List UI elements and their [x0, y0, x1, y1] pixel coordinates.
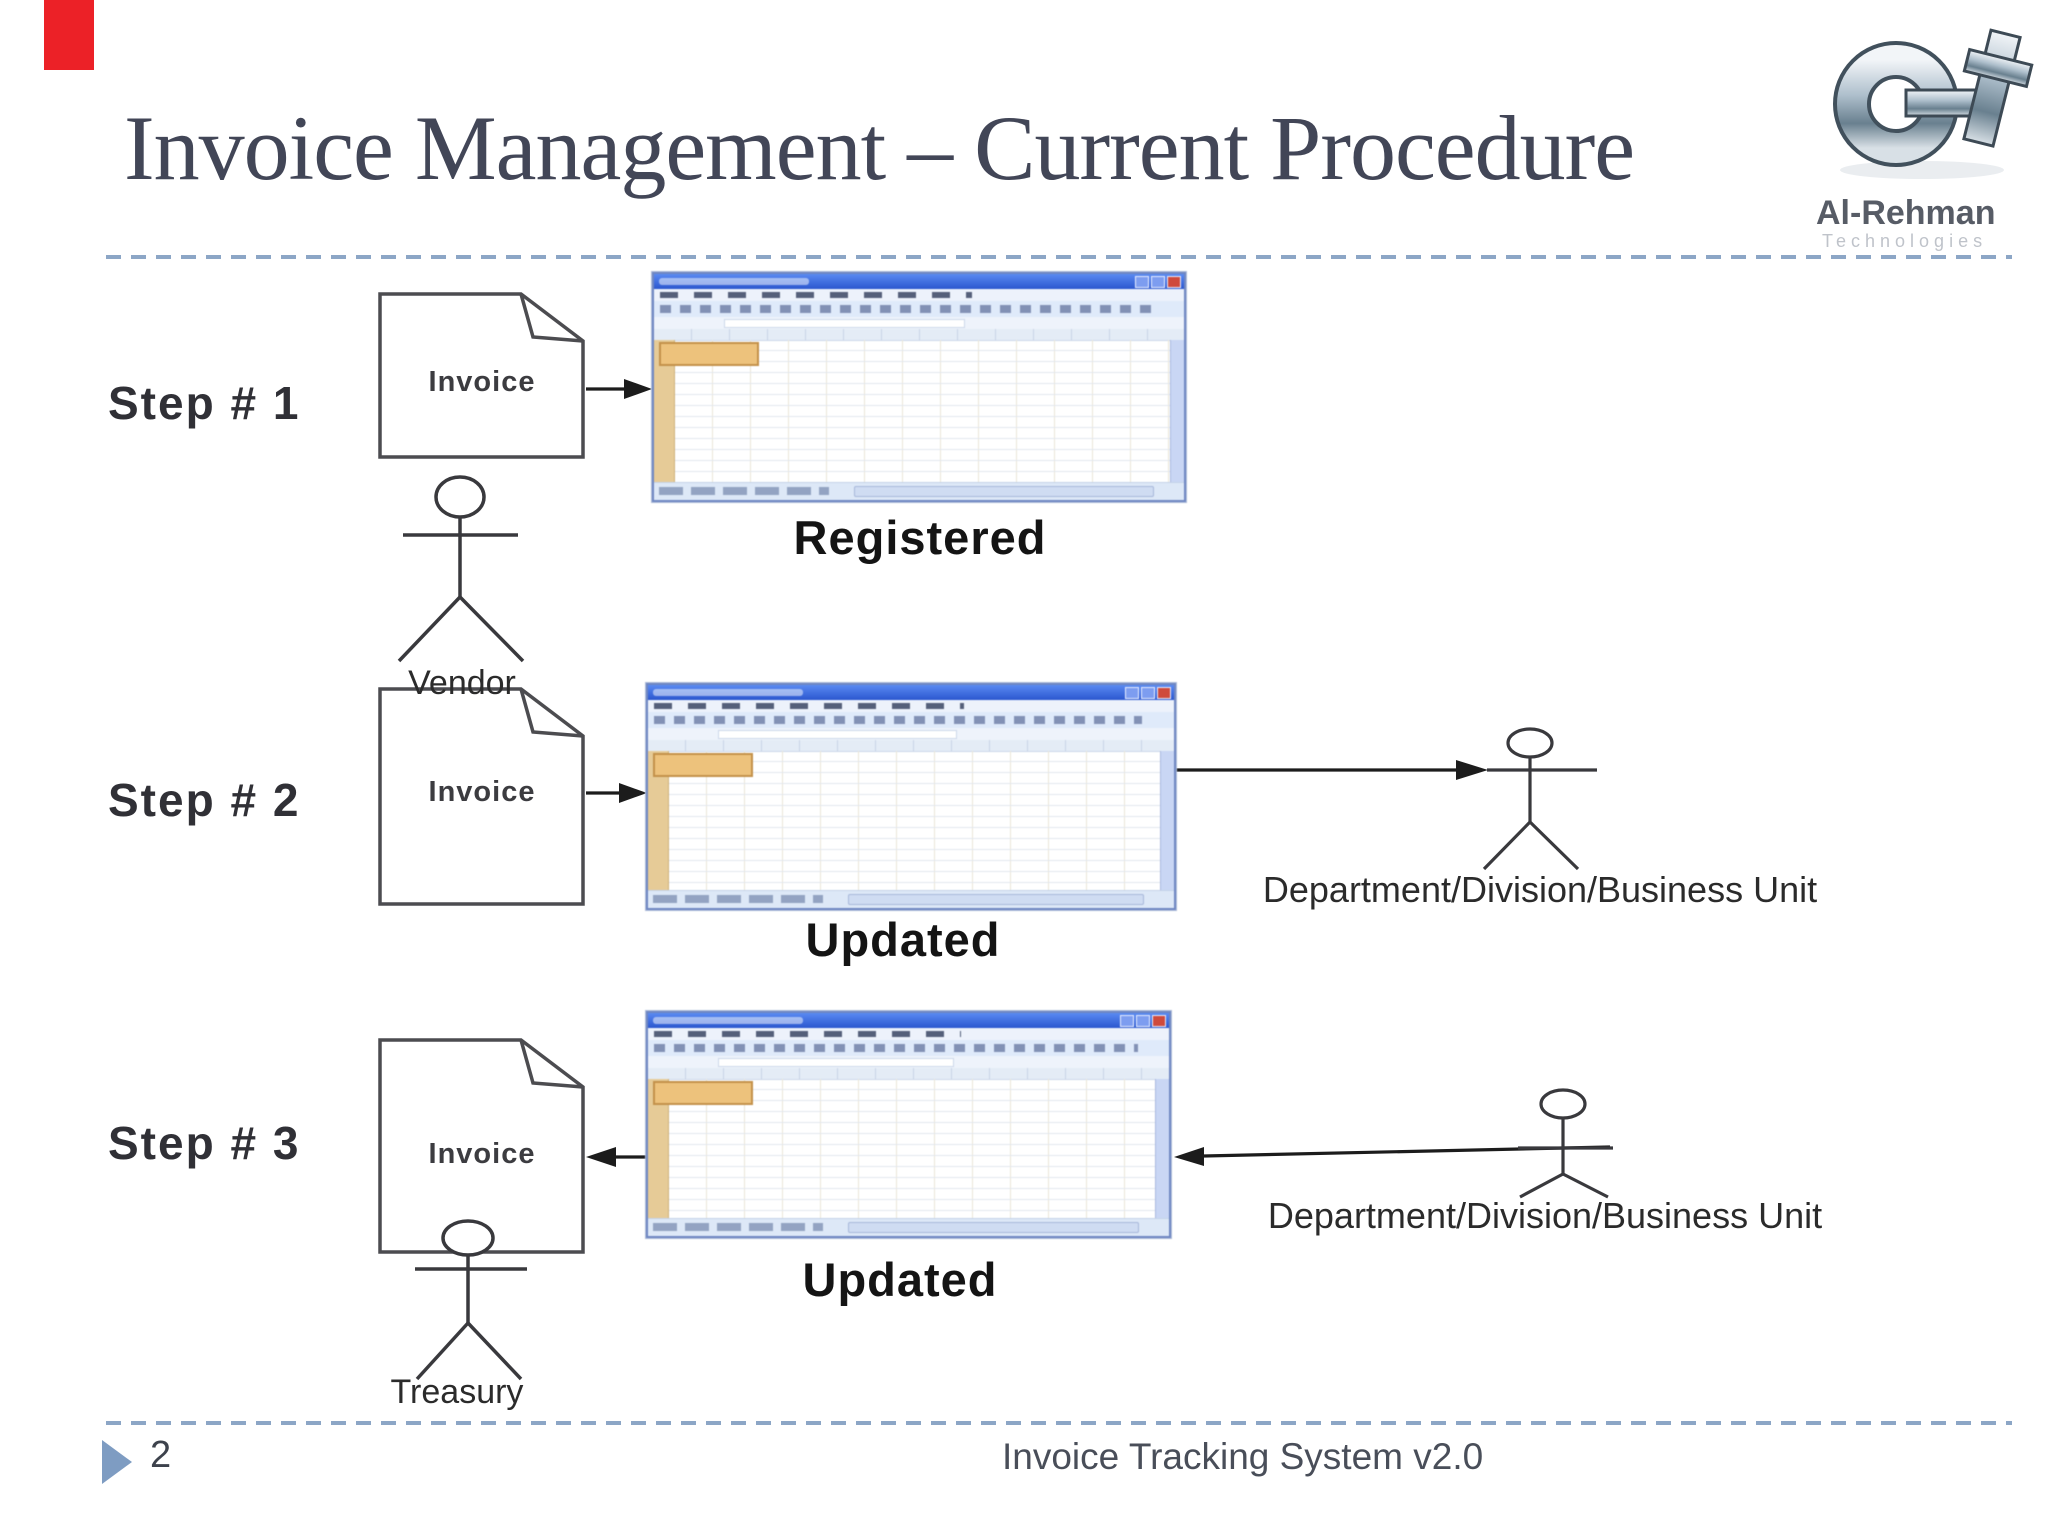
sheet-tabs-and-scrollbar: [648, 1218, 1169, 1236]
spreadsheet-titlebar: [648, 1013, 1169, 1028]
page-number: 2: [150, 1434, 172, 1476]
step-1-label: Step # 1: [108, 377, 301, 429]
window-control-buttons: [1125, 687, 1171, 699]
invoice-doc-label-step3: Invoice: [428, 1138, 536, 1170]
vertical-scrollbar: [1160, 751, 1174, 891]
spreadsheet-titlebar: [648, 685, 1174, 700]
caption-updated-step2: Updated: [805, 913, 1001, 966]
logo-company-name: Al-Rehman: [1816, 194, 1996, 232]
arrow-doc-to-sheet-step1: [586, 379, 652, 399]
vertical-scrollbar: [1170, 340, 1184, 483]
spreadsheet-column-headers: [654, 329, 1184, 341]
spreadsheet-row-headers: [648, 751, 669, 891]
department-actor-step2-icon: [1482, 727, 1597, 871]
sheet-tabs-and-scrollbar: [648, 890, 1174, 908]
red-annotation-marker: [44, 0, 94, 70]
step-3-label: Step # 3: [108, 1117, 301, 1169]
window-control-buttons: [1120, 1015, 1166, 1027]
caption-registered: Registered: [793, 511, 1047, 564]
minimize-icon: [1135, 276, 1149, 288]
window-control-buttons: [1135, 276, 1181, 288]
spreadsheet-window-step1: [651, 271, 1187, 503]
spreadsheet-titlebar: [654, 274, 1184, 289]
minimize-icon: [1125, 687, 1139, 699]
logo-tagline: Technologies: [1822, 231, 1988, 251]
department-actor-label-step3: Department/Division/Business Unit: [1267, 1195, 1823, 1236]
top-dashed-divider: [106, 255, 2012, 259]
company-logo: [1812, 24, 2036, 250]
spreadsheet-toolbar: [648, 1040, 1169, 1057]
vertical-scrollbar: [1155, 1079, 1169, 1219]
vendor-actor-icon: [397, 475, 525, 663]
close-icon: [1152, 1015, 1166, 1027]
spreadsheet-selected-cell: [653, 753, 753, 777]
department-actor-label-step2: Department/Division/Business Unit: [1262, 869, 1818, 910]
arrow-actor-to-sheet-step3: [1174, 1145, 1611, 1166]
close-icon: [1157, 687, 1171, 699]
maximize-icon: [1136, 1015, 1150, 1027]
spreadsheet-toolbar: [648, 712, 1174, 729]
minimize-icon: [1120, 1015, 1134, 1027]
spreadsheet-selected-cell: [659, 342, 759, 366]
spreadsheet-selected-cell: [653, 1081, 753, 1105]
spreadsheet-window-step2: [645, 682, 1177, 911]
spreadsheet-row-headers: [648, 1079, 669, 1219]
invoice-doc-label-step1: Invoice: [428, 366, 536, 398]
treasury-actor-icon: [415, 1219, 527, 1381]
step-2-label: Step # 2: [108, 774, 301, 826]
slide-title: Invoice Management – Current Procedure: [124, 97, 1635, 199]
spreadsheet-row-headers: [654, 340, 675, 483]
logo-monogram-icon: [1833, 28, 2034, 179]
arrow-sheet-to-actor-step2: [1176, 760, 1488, 780]
vendor-actor-label: Vendor: [408, 664, 516, 702]
spreadsheet-window-step3: [645, 1010, 1172, 1239]
sheet-tabs-and-scrollbar: [654, 482, 1184, 500]
close-icon: [1167, 276, 1181, 288]
arrow-doc-to-sheet-step2: [586, 783, 647, 803]
treasury-actor-label: Treasury: [390, 1373, 524, 1411]
maximize-icon: [1151, 276, 1165, 288]
maximize-icon: [1141, 687, 1155, 699]
invoice-doc-label-step2: Invoice: [428, 776, 536, 808]
department-actor-step3-icon: [1518, 1088, 1613, 1199]
bottom-dashed-divider: [106, 1421, 2012, 1425]
footer-bullet-triangle-icon: [102, 1440, 132, 1484]
arrow-sheet-to-doc-step3: [586, 1147, 646, 1167]
caption-updated-step3: Updated: [802, 1253, 998, 1306]
footer-title: Invoice Tracking System v2.0: [1002, 1436, 1484, 1477]
spreadsheet-toolbar: [654, 301, 1184, 318]
